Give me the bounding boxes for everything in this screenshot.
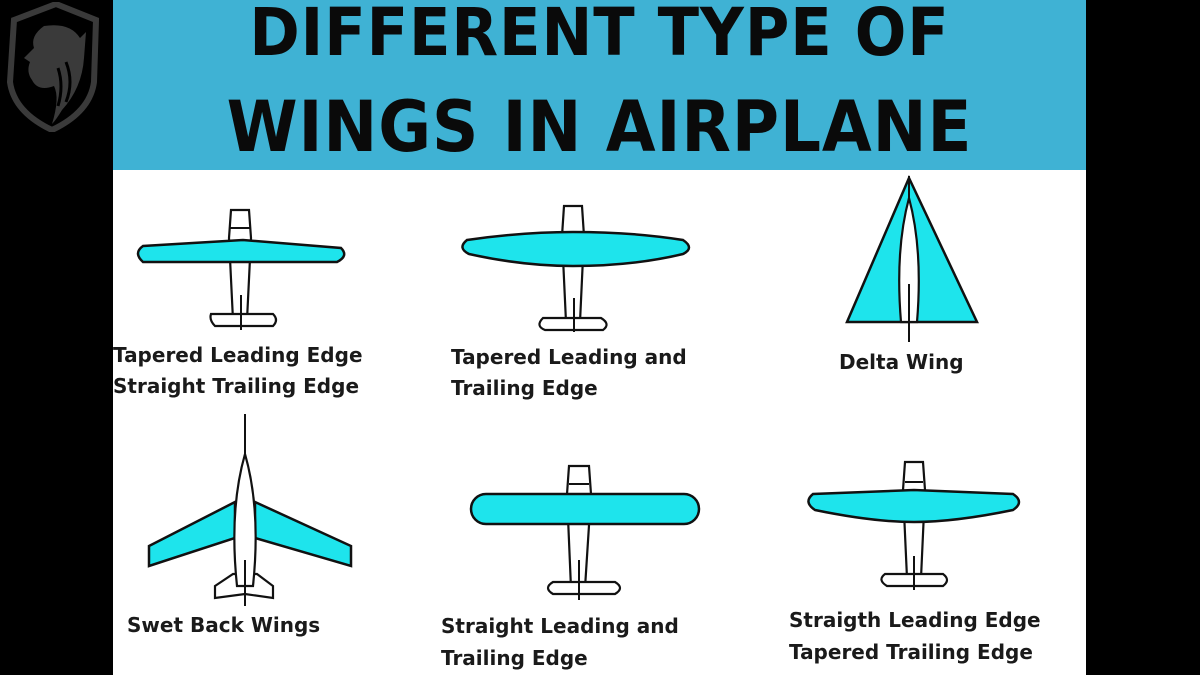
airplane-tapered-leading-and-trailing-icon [461,204,691,332]
airplane-tapered-leading-straight-trailing-icon [136,208,346,330]
label-line-1: Straigth Leading Edge [789,608,1041,632]
title-banner: DIFFERENT TYPE OF WINGS IN AIRPLANE [113,0,1086,170]
wing-type-tapered-leading-and-trailing: Tapered Leading and Trailing Edge [443,170,763,410]
label-line-2: Trailing Edge [441,646,588,670]
lion-shield-icon [6,0,100,134]
airplane-straight-leading-and-trailing-icon [469,464,701,600]
label-line-2: Straight Trailing Edge [113,374,360,398]
label-line-1: Tapered Leading Edge [113,343,363,367]
wing-type-straight-leading-and-trailing: Straight Leading and Trailing Edge [441,450,763,675]
lion-shield-logo [4,0,100,134]
title-line-1: DIFFERENT TYPE OF [249,0,950,71]
label-line-2: Trailing Edge [451,376,598,400]
airplane-straight-leading-tapered-trailing-icon [807,460,1021,590]
airplane-swept-back-icon [147,414,353,606]
wing-type-swept-back: Swet Back Wings [113,410,433,675]
label-line-2: Tapered Trailing Edge [789,640,1033,664]
wing-type-delta: Delta Wing [793,170,1086,410]
label-line-1: Delta Wing [839,350,964,374]
label-line-1: Swet Back Wings [127,613,321,637]
airplane-delta-icon [845,174,979,342]
label-line-1: Straight Leading and [441,614,679,638]
label-line-1: Tapered Leading and [451,345,687,369]
diagram-panel: DIFFERENT TYPE OF WINGS IN AIRPLANE Tape… [113,0,1086,675]
wing-type-tapered-leading-straight-trailing: Tapered Leading Edge Straight Trailing E… [113,170,423,410]
wing-type-straight-leading-tapered-trailing: Straigth Leading Edge Tapered Trailing E… [789,450,1086,675]
title-line-2: WINGS IN AIRPLANE [226,86,973,168]
